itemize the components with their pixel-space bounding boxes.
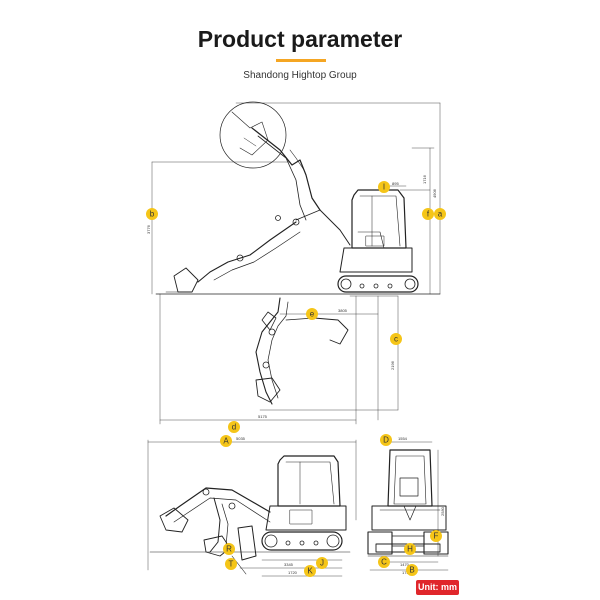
marker-A: A: [220, 435, 232, 447]
dim-J: 3345: [284, 562, 294, 567]
dim-C: 1470: [400, 562, 410, 567]
detail-circle: [219, 101, 287, 169]
dimension-markers: I f a b e c d A D F H C B R T J K: [146, 181, 446, 577]
marker-d: d: [228, 421, 240, 433]
title-underline: [276, 59, 326, 62]
marker-C: C: [378, 556, 390, 568]
dimension-values: 895 1716 4906 3776 3805 2196 5175 5035 1…: [146, 174, 445, 575]
page-title: Product parameter: [197, 26, 403, 52]
dim-b: 3776: [146, 224, 151, 234]
marker-b: b: [146, 208, 158, 220]
marker-J: J: [316, 557, 328, 569]
bottom-front-view: [367, 441, 449, 571]
dim-E: 2580: [440, 506, 445, 516]
svg-text:F: F: [434, 532, 439, 541]
dim-f: 1716: [422, 174, 427, 184]
marker-R: R: [223, 543, 235, 555]
svg-text:T: T: [229, 560, 234, 569]
dim-i: 895: [392, 181, 399, 186]
dim-a: 4906: [432, 188, 437, 198]
svg-text:R: R: [226, 545, 232, 554]
svg-text:B: B: [409, 566, 414, 575]
dim-D: 1554: [398, 436, 408, 441]
svg-text:D: D: [383, 436, 389, 445]
svg-text:C: C: [381, 558, 387, 567]
unit-badge: Unit: mm: [416, 580, 459, 595]
dim-A: 5035: [236, 436, 246, 441]
bottom-transport-side-view: [147, 439, 357, 577]
marker-B: B: [406, 564, 418, 576]
marker-a: a: [434, 208, 446, 220]
svg-text:K: K: [307, 567, 313, 576]
marker-D: D: [380, 434, 392, 446]
svg-text:I: I: [383, 183, 385, 192]
marker-f: f: [422, 208, 434, 220]
dim-c: 2196: [390, 360, 395, 370]
top-dimension-lines: [151, 102, 441, 425]
dim-e: 3805: [338, 308, 348, 313]
svg-text:e: e: [310, 310, 315, 319]
marker-i: I: [378, 181, 390, 193]
marker-e: e: [306, 308, 318, 320]
marker-T: T: [225, 558, 237, 570]
svg-text:b: b: [150, 210, 155, 219]
svg-text:A: A: [223, 437, 229, 446]
svg-text:H: H: [407, 545, 413, 554]
marker-c: c: [390, 333, 402, 345]
svg-text:J: J: [320, 559, 324, 568]
page-subtitle: Shandong Hightop Group: [243, 70, 357, 81]
marker-K: K: [304, 565, 316, 577]
marker-F: F: [430, 530, 442, 542]
top-excavator-side-view: [155, 101, 441, 295]
marker-H: H: [404, 543, 416, 555]
dim-d: 5175: [258, 414, 268, 419]
svg-text:d: d: [232, 423, 236, 432]
svg-text:f: f: [427, 210, 430, 219]
svg-text:a: a: [438, 210, 443, 219]
svg-text:c: c: [394, 335, 398, 344]
dim-K: 1720: [288, 570, 298, 575]
